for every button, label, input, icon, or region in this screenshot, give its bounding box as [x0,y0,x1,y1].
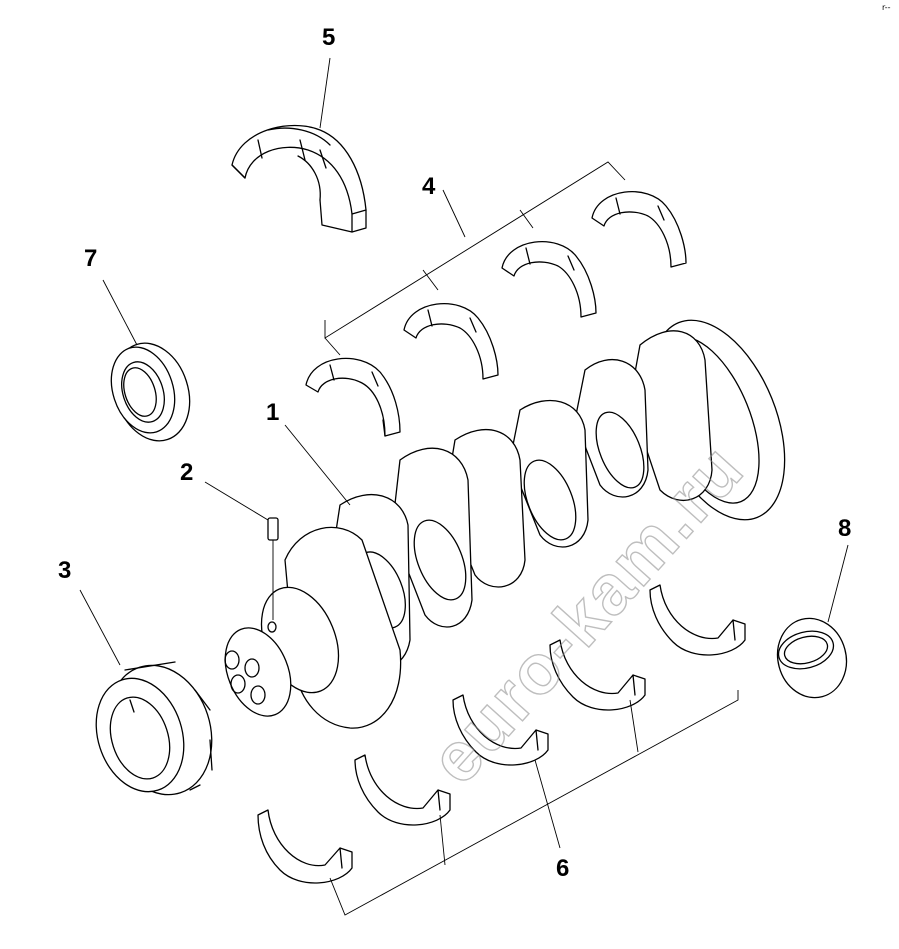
upper-bearing-shells-part-4 [305,191,687,437]
thrust-bearing-part-5 [231,124,367,233]
label-part-1: 1 [266,399,279,426]
corner-mark: r-- [882,3,891,12]
leader-1 [284,424,351,506]
leader-5 [319,57,331,129]
gear-part-3 [95,661,213,796]
label-part-3: 3 [58,557,71,584]
leader-4-bracket [324,161,626,356]
label-part-6: 6 [556,855,569,882]
leader-2 [204,481,269,521]
rear-bushing-part-8 [776,617,848,699]
label-part-2: 2 [180,459,193,486]
label-part-7: 7 [84,245,97,272]
front-seal-part-7 [110,342,191,442]
leader-7 [102,279,138,346]
label-part-8: 8 [838,515,851,542]
leader-6-bracket [329,690,739,916]
label-part-5: 5 [322,24,335,51]
leader-8 [827,544,849,623]
dowel-pin-part-2 [267,517,279,620]
lower-bearing-shells-part-6 [257,584,746,884]
crankshaft-part-1 [224,319,786,729]
label-part-4: 4 [422,173,436,200]
leader-3 [79,589,121,666]
